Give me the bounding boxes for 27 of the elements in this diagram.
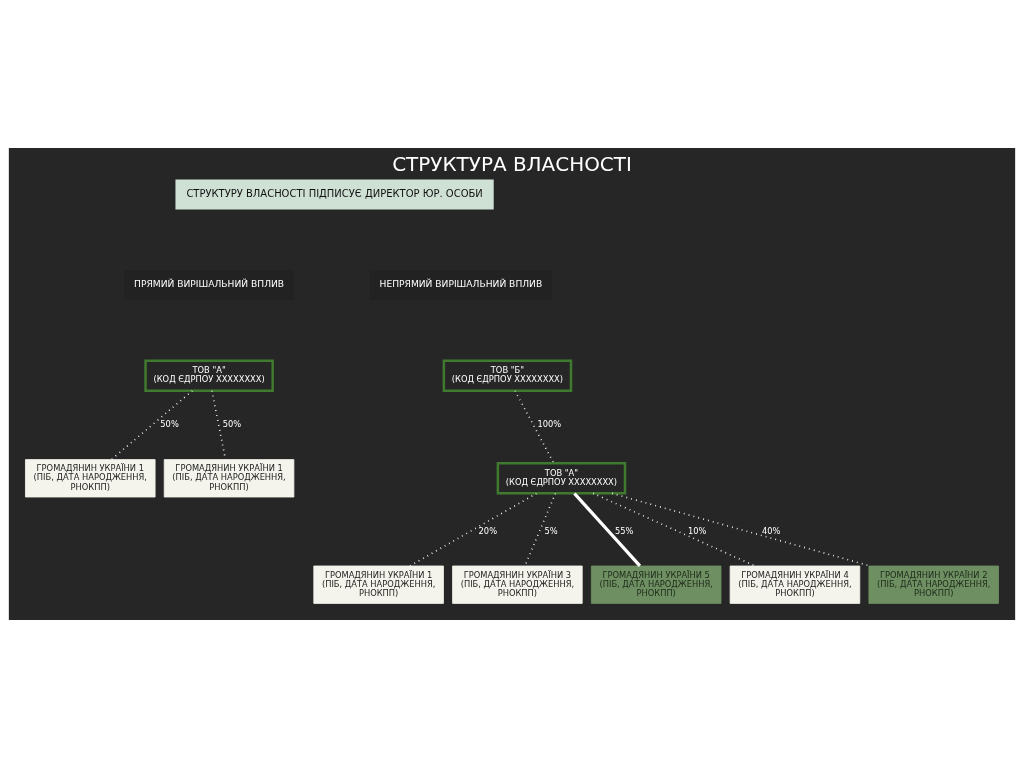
- edge-label: 50%: [160, 419, 179, 430]
- node-box: ГРОМАДЯНИН УКРАЇНИ 5 (ПІБ, ДАТА НАРОДЖЕННЯ, РНОКПП): [590, 565, 722, 604]
- label: ПРЯМИЙ ВИРІШАЛЬНИЙ ВПЛИВ: [134, 279, 285, 290]
- node-box: ГРОМАДЯНИН УКРАЇНИ 1 (ПІБ, ДАТА НАРОДЖЕННЯ, РНОКПП): [163, 459, 295, 498]
- edge-label: 10%: [688, 525, 707, 536]
- label: НЕПРЯМИЙ ВИРІШАЛЬНИЙ ВПЛИВ: [379, 279, 543, 290]
- edge-label: 5%: [544, 525, 558, 536]
- node-box: ТОВ "А" (КОД ЄДРПОУ XXXXXXXX): [144, 359, 274, 392]
- connector: [592, 492, 756, 567]
- node-box: ГРОМАДЯНИН УКРАЇНИ 3 (ПІБ, ДАТА НАРОДЖЕННЯ, РНОКПП): [452, 565, 583, 604]
- edge-label: 50%: [222, 419, 242, 430]
- node-box: ГРОМАДЯНИН УКРАЇНИ 1 (ПІБ, ДАТА НАРОДЖЕННЯ, РНОКПП): [25, 459, 156, 498]
- connector: [524, 492, 557, 567]
- node-box: ГРОМАДЯНИН УКРАЇНИ 1 (ПІБ, ДАТА НАРОДЖЕННЯ, РНОКПП): [313, 565, 444, 604]
- node-box: ТОВ "А" (КОД ЄДРПОУ XXXXXXXX): [496, 462, 627, 495]
- connector: [573, 492, 642, 567]
- edge-label: 100%: [537, 419, 562, 430]
- node-box: ТОВ "Б" (КОД ЄДРПОУ XXXXXXXX): [442, 359, 573, 392]
- connector: [110, 389, 194, 461]
- edge-label: 40%: [761, 525, 781, 536]
- label: СТРУКТУРУ ВЛАСНОСТІ ПІДПИСУЄ ДИРЕКТОР ЮР. ОСОБИ: [186, 188, 483, 200]
- node-box: ГРОМАДЯНИН УКРАЇНИ 4 (ПІБ, ДАТА НАРОДЖЕННЯ, РНОКПП): [729, 565, 861, 604]
- diagram-title: СТРУКТУРА ВЛАСНОСТІ: [392, 151, 632, 176]
- connector: [211, 389, 227, 461]
- edge-label: 20%: [478, 525, 498, 536]
- edge-label: 55%: [614, 525, 634, 536]
- node-box: ГРОМАДЯНИН УКРАЇНИ 2 (ПІБ, ДАТА НАРОДЖЕННЯ, РНОКПП): [868, 565, 999, 604]
